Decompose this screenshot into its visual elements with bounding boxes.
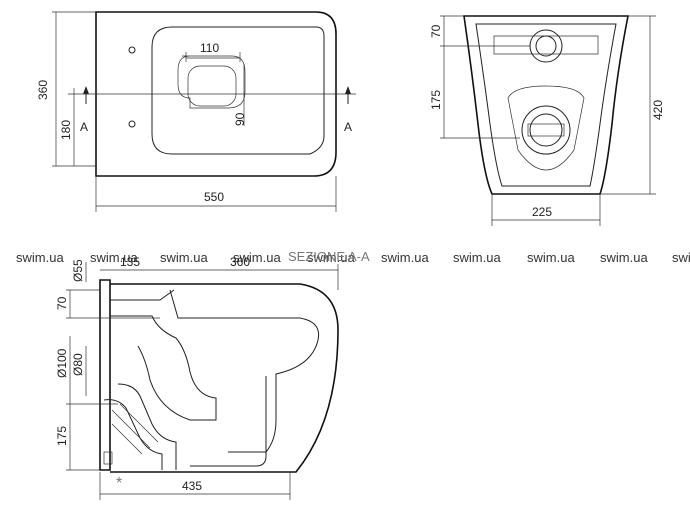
watermark: swim.ua [90,250,138,265]
dim-180: 180 [59,120,73,140]
section-arrow-right-head [345,86,351,94]
dim-rear-175: 175 [429,90,443,110]
watermark: swim.ua [453,250,501,265]
dim-star-note: * [116,475,122,492]
top-view-bowl-rim [151,26,325,155]
watermark: swim.ua [233,250,281,265]
watermark: swim.ua [600,250,648,265]
rear-view-outline [463,15,629,195]
section-mark-right: A [344,120,352,134]
top-view-outline [95,11,337,177]
section-title: SEZIONE A-A [288,249,370,264]
dim-550: 550 [204,190,224,204]
dim-435: 435 [182,479,202,493]
section-arrow-left-head [83,86,89,94]
rear-view-outlet-housing [507,85,585,171]
dim-420: 420 [651,100,665,120]
section-inlet-top [110,289,175,301]
top-view: A A 110 90 360 180 550 [36,11,356,212]
section-mark-left: A [80,120,88,134]
section-bolt [103,451,113,465]
watermark: swim.ua [672,250,690,265]
section-hatching [111,403,159,455]
rear-view-outlet-inner [529,113,563,147]
mounting-hole-bottom [128,120,136,128]
dim-d100: Ø100 [55,348,69,378]
watermark: swim.ua [307,250,355,265]
dim-135: 135 [120,255,140,269]
dim-175b: 175 [55,426,69,446]
dim-360: 360 [36,80,50,100]
watermark: swim.ua [381,250,429,265]
rear-view-inlet-inner [535,35,557,57]
section-trap [110,315,217,421]
dim-90: 90 [233,112,247,126]
section-bowl-inner [190,376,267,467]
dim-225: 225 [532,205,552,219]
rear-view: 70 175 420 225 [429,15,665,226]
dim-360b: 360 [230,255,250,269]
dim-d55: Ø55 [71,259,85,282]
dim-d80: Ø80 [71,353,85,376]
section-trapway-outer [117,383,177,470]
top-view-outlet [187,65,237,107]
rear-view-inlet-outer [529,29,563,63]
section-outer-body [110,283,339,473]
section-bowl-line [169,289,320,453]
rear-view-inlet-box [493,35,599,55]
dim-70b: 70 [55,296,69,310]
section-wall-plate [99,279,111,471]
dim-rear-70: 70 [429,24,443,38]
rear-view-inner [475,23,617,187]
watermark: swim.ua [160,250,208,265]
watermark-row: swim.ua swim.ua swim.ua swim.ua swim.ua … [16,250,690,265]
watermark: swim.ua [527,250,575,265]
mounting-hole-top [128,46,136,54]
rear-view-outlet-bar [527,123,565,137]
rear-view-outlet-outer [521,105,571,155]
section-view: Ø55 135 360 70 Ø100 Ø80 175 435 * [55,255,339,500]
dim-110: 110 [200,41,219,55]
watermark: swim.ua [16,250,64,265]
